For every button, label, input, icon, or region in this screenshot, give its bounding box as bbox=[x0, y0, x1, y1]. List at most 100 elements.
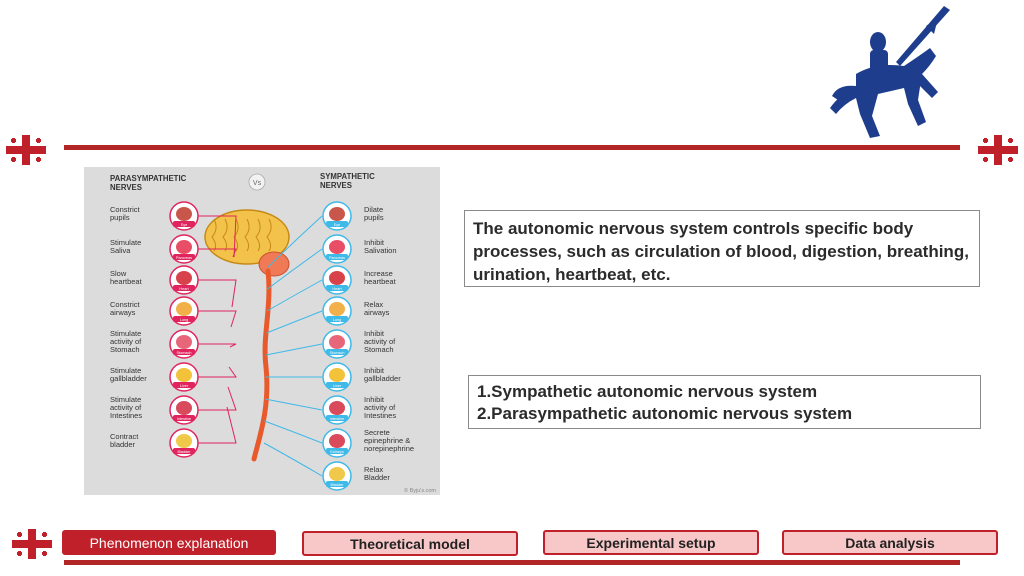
organ-tag bbox=[326, 448, 348, 454]
bottom-divider bbox=[64, 560, 960, 565]
organ-label: Heart bbox=[179, 287, 189, 291]
brain-fold bbox=[255, 218, 261, 252]
organ-tag bbox=[326, 349, 348, 355]
parasympathetic-label: Stimulate bbox=[110, 395, 141, 404]
tab-data-analysis[interactable]: Data analysis bbox=[782, 530, 998, 555]
tab-label: Data analysis bbox=[845, 534, 935, 551]
organ-tag bbox=[173, 448, 195, 454]
organ-label: Stomach bbox=[177, 351, 192, 355]
parasympathetic-label: Stimulate bbox=[110, 366, 141, 375]
brain-fold bbox=[266, 218, 272, 252]
organ-label: Bladder bbox=[177, 450, 191, 454]
organ-tag bbox=[173, 316, 195, 322]
parasympathetic-label: heartbeat bbox=[110, 277, 143, 286]
sympathetic-label: Inhibit bbox=[364, 329, 385, 338]
sympathetic-title: SYMPATHETIC bbox=[320, 172, 375, 181]
organ-label: Kidneys bbox=[330, 450, 344, 454]
sympathetic-label: activity of bbox=[364, 403, 396, 412]
organ-shape bbox=[176, 434, 192, 448]
sympathetic-title: NERVES bbox=[320, 181, 352, 190]
tab-label: Theoretical model bbox=[350, 535, 470, 552]
organ-tag bbox=[326, 285, 348, 291]
sympathetic-nerve bbox=[267, 248, 323, 290]
sympathetic-label: airways bbox=[364, 308, 390, 317]
parasympathetic-label: pupils bbox=[110, 213, 130, 222]
parasympathetic-label: bladder bbox=[110, 440, 136, 449]
parasympathetic-title: NERVES bbox=[110, 183, 142, 192]
sympathetic-label: heartbeat bbox=[364, 277, 397, 286]
organ-tag bbox=[326, 415, 348, 421]
organ-tag bbox=[326, 481, 348, 487]
organ-label: Eye bbox=[334, 223, 341, 227]
top-divider bbox=[64, 145, 960, 150]
sympathetic-nerve bbox=[263, 442, 323, 477]
organ-label: Heart bbox=[332, 287, 342, 291]
parasympathetic-label: Stomach bbox=[110, 345, 140, 354]
vs-label: Vs bbox=[253, 180, 262, 187]
sympathetic-label: Bladder bbox=[364, 473, 390, 482]
organ-label: Lung bbox=[333, 318, 341, 322]
sympathetic-label: norepinephrine bbox=[364, 444, 414, 453]
spinal-cord bbox=[251, 268, 272, 462]
types-box: 1.Sympathetic autonomic nervous system 2… bbox=[468, 375, 981, 429]
organ-shape bbox=[329, 240, 345, 254]
sympathetic-label: Relax bbox=[364, 465, 383, 474]
organ-tag bbox=[173, 415, 195, 421]
sympathetic-label: Dilate bbox=[364, 205, 383, 214]
organ-shape bbox=[329, 368, 345, 382]
tab-experimental-setup[interactable]: Experimental setup bbox=[543, 530, 759, 555]
organ-tag bbox=[173, 349, 195, 355]
tab-label: Experimental setup bbox=[586, 534, 716, 551]
sympathetic-label: activity of bbox=[364, 337, 396, 346]
organ-label: Pancreas bbox=[176, 256, 192, 260]
brain-fold bbox=[244, 218, 250, 252]
organ-tag bbox=[173, 382, 195, 388]
tab-phenomenon-explanation[interactable]: Phenomenon explanation bbox=[62, 530, 276, 555]
parasympathetic-nerve bbox=[198, 386, 237, 411]
organ-shape bbox=[329, 207, 345, 221]
sympathetic-nerve bbox=[266, 279, 323, 312]
organ-shape bbox=[329, 302, 345, 316]
parasympathetic-label: Stimulate bbox=[110, 329, 141, 338]
type-item: 2.Parasympathetic autonomic nervous syst… bbox=[477, 404, 853, 423]
sympathetic-label: pupils bbox=[364, 213, 384, 222]
organ-label: Lung bbox=[180, 318, 188, 322]
sympathetic-label: Secrete bbox=[364, 428, 390, 437]
parasympathetic-label: Contract bbox=[110, 432, 139, 441]
organ-label: Pancreas bbox=[329, 256, 345, 260]
organ-shape bbox=[176, 401, 192, 415]
parasympathetic-label: gallbladder bbox=[110, 374, 147, 383]
sympathetic-label: Inhibit bbox=[364, 366, 385, 375]
tab-theoretical-model[interactable]: Theoretical model bbox=[302, 531, 518, 556]
cross-flag-icon bbox=[12, 529, 52, 559]
copyright-text: © Byju's.com bbox=[404, 487, 436, 494]
brainstem-shape bbox=[258, 251, 290, 277]
organ-tag bbox=[173, 285, 195, 291]
sympathetic-label: Inhibit bbox=[364, 395, 385, 404]
knight-logo-icon bbox=[830, 6, 950, 138]
parasympathetic-nerve bbox=[198, 343, 237, 348]
sympathetic-label: Intestines bbox=[364, 411, 396, 420]
organ-shape bbox=[329, 401, 345, 415]
organ-label: Liver bbox=[333, 384, 342, 388]
sympathetic-label: Stomach bbox=[364, 345, 394, 354]
parasympathetic-label: activity of bbox=[110, 403, 142, 412]
sympathetic-label: Relax bbox=[364, 300, 383, 309]
description-box: The autonomic nervous system controls sp… bbox=[464, 210, 980, 287]
organ-tag bbox=[326, 221, 348, 227]
organ-shape bbox=[176, 335, 192, 349]
parasympathetic-label: Stimulate bbox=[110, 238, 141, 247]
brain-fold bbox=[233, 218, 239, 252]
type-item: 1.Sympathetic autonomic nervous system bbox=[477, 382, 818, 401]
organ-tag bbox=[326, 316, 348, 322]
vs-badge bbox=[248, 173, 266, 191]
organ-label: Intestine bbox=[330, 417, 344, 421]
sympathetic-nerve bbox=[266, 310, 323, 334]
organ-label: Bladder bbox=[330, 483, 344, 487]
parasympathetic-nerve bbox=[198, 366, 237, 378]
organ-tag bbox=[173, 221, 195, 227]
sympathetic-nerve bbox=[265, 343, 323, 356]
organ-shape bbox=[176, 271, 192, 285]
organ-shape bbox=[329, 271, 345, 285]
